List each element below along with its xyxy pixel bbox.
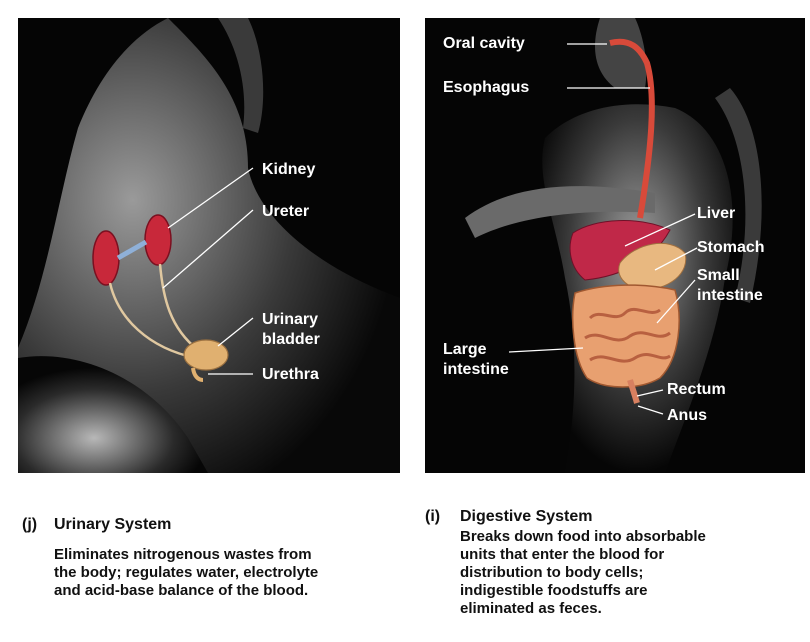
small-intestine bbox=[584, 307, 671, 363]
digestive-description: Breaks down food into absorbable units t… bbox=[460, 528, 706, 617]
head-silhouette bbox=[595, 18, 647, 88]
label-kidney: Kidney bbox=[262, 161, 316, 178]
urinary-illustration bbox=[18, 18, 400, 473]
right-kidney bbox=[144, 214, 172, 266]
urethra bbox=[191, 367, 204, 382]
label-urethra: Urethra bbox=[262, 366, 319, 383]
urinary-letter: (j) bbox=[22, 516, 38, 533]
bladder bbox=[183, 339, 229, 371]
rectum bbox=[627, 379, 640, 404]
digestive-letter: (i) bbox=[425, 508, 441, 525]
back-silhouette bbox=[18, 18, 400, 473]
digestive-panel: Oral cavity Esophagus Liver Stomach Smal… bbox=[425, 18, 805, 473]
urinary-panel: Kidney Ureter Urinary bladder Urethra bbox=[18, 18, 400, 473]
hip-silhouette bbox=[18, 356, 208, 473]
stomach bbox=[618, 242, 687, 291]
renal-vessels bbox=[116, 239, 148, 261]
urinary-description: Eliminates nitrogenous wastes from the b… bbox=[54, 546, 319, 599]
label-liver: Liver bbox=[697, 205, 736, 222]
label-oral-cavity: Oral cavity bbox=[443, 35, 525, 52]
label-large-intestine: Large intestine bbox=[443, 341, 509, 378]
urinary-title: Urinary System bbox=[54, 516, 172, 533]
label-small-intestine: Small intestine bbox=[697, 267, 763, 304]
digestive-illustration bbox=[465, 18, 762, 473]
label-rectum: Rectum bbox=[667, 381, 726, 398]
arm-silhouette bbox=[465, 186, 655, 238]
label-esophagus: Esophagus bbox=[443, 79, 530, 96]
large-intestine bbox=[571, 284, 680, 388]
label-stomach: Stomach bbox=[697, 239, 765, 256]
label-urinary-bladder: Urinary bladder bbox=[262, 311, 320, 348]
label-anus: Anus bbox=[667, 407, 707, 424]
label-ureter: Ureter bbox=[262, 203, 310, 220]
right-ureter bbox=[158, 263, 199, 351]
left-kidney bbox=[92, 230, 120, 286]
esophagus bbox=[609, 38, 655, 219]
arm-silhouette bbox=[218, 18, 264, 133]
back-arm-silhouette bbox=[715, 88, 762, 303]
digestive-title: Digestive System bbox=[460, 508, 593, 525]
left-ureter bbox=[108, 282, 197, 360]
